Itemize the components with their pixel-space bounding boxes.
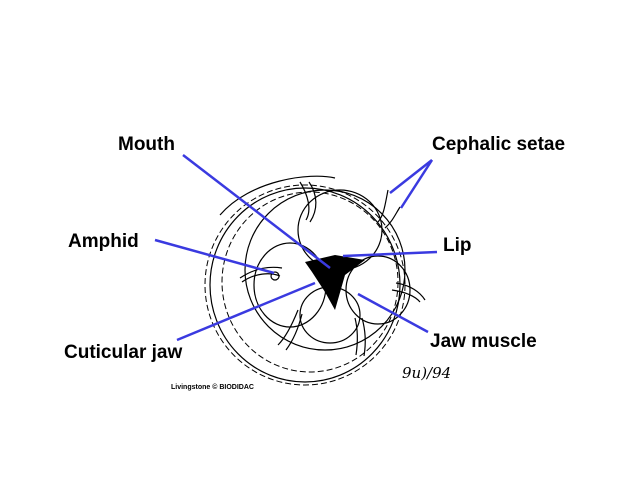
label-jaw-muscle: Jaw muscle (430, 331, 537, 352)
label-lip: Lip (443, 235, 472, 256)
cuticular-jaw-leader-line (176, 281, 316, 342)
amphid-pore (270, 271, 280, 281)
head-drawing (204, 175, 426, 386)
mouth-leader-line (182, 154, 331, 269)
leader-lines (154, 154, 438, 342)
jaw-muscle-leader-line (357, 292, 429, 334)
label-mouth: Mouth (118, 134, 175, 155)
credit-text: Livingstone © BIODIDAC (171, 383, 254, 391)
signature: 9u)/94 (402, 364, 451, 382)
lip-leader-line (342, 250, 438, 258)
label-amphid: Amphid (68, 231, 139, 252)
cephalic-setae-leader-line-1 (389, 159, 433, 194)
amphid-leader-line (154, 238, 275, 275)
label-cephalic-setae: Cephalic setae (432, 134, 565, 155)
cephalic-setae-leader-line-2 (399, 159, 434, 209)
label-cuticular-jaw: Cuticular jaw (64, 342, 182, 363)
